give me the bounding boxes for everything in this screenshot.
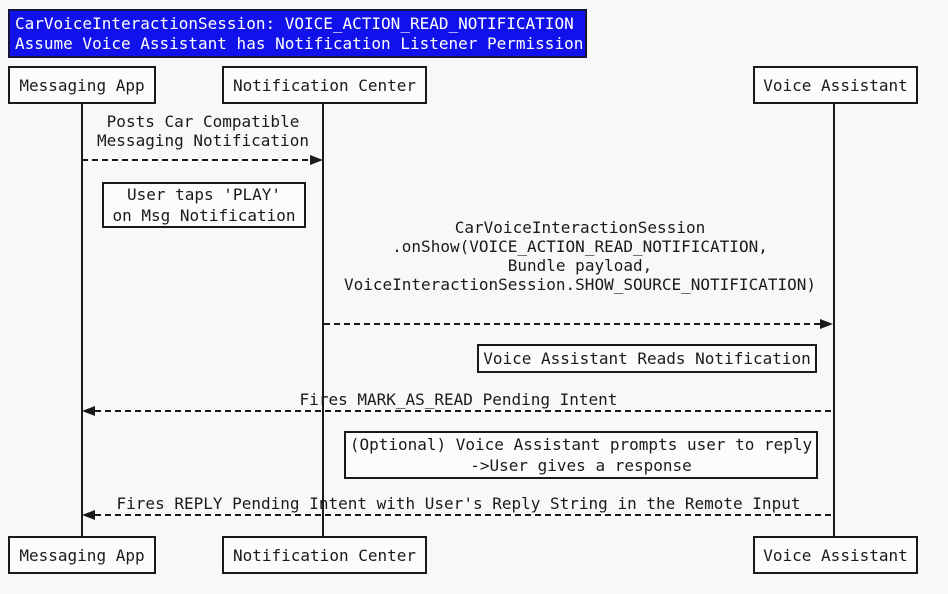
note-optional-reply: (Optional) Voice Assistant prompts user … [344,431,818,479]
participant-label: Messaging App [19,545,145,565]
message-label-onshow: CarVoiceInteractionSession .onShow(VOICE… [343,218,816,294]
message-label-reply-intent: Fires REPLY Pending Intent with User's R… [116,494,801,513]
participant-label: Notification Center [232,545,417,565]
participant-label: Notification Center [232,75,417,95]
message-label-posts-notification: Posts Car Compatible Messaging Notificat… [97,112,309,150]
participant-messaging-app-bottom: Messaging App [8,536,156,574]
diagram-title-line1: CarVoiceInteractionSession: VOICE_ACTION… [15,14,574,33]
arrowhead-right-icon [820,319,833,329]
arrowhead-left-icon [82,510,95,520]
participant-label: Voice Assistant [763,75,908,95]
message-arrow-posts-notification [82,159,312,161]
arrowhead-right-icon [310,155,323,165]
participant-label: Messaging App [19,75,145,95]
participant-voice-assistant-bottom: Voice Assistant [753,536,918,574]
message-arrow-mark-as-read [95,410,835,412]
message-arrow-onshow [324,323,821,325]
participant-messaging-app-top: Messaging App [8,66,156,104]
note-va-reads-notification: Voice Assistant Reads Notification [477,344,817,373]
participant-notification-center-top: Notification Center [222,66,427,104]
participant-label: Voice Assistant [763,545,908,565]
diagram-title-box: CarVoiceInteractionSession: VOICE_ACTION… [8,9,587,58]
lifeline-voice-assistant [833,104,835,536]
lifeline-messaging-app [81,104,83,536]
message-arrow-reply-intent [95,514,835,516]
diagram-title-line2: Assume Voice Assistant has Notification … [15,34,584,53]
note-user-taps-play: User taps 'PLAY' on Msg Notification [102,182,306,228]
participant-voice-assistant-top: Voice Assistant [753,66,918,104]
message-label-mark-as-read: Fires MARK_AS_READ Pending Intent [299,390,618,409]
lifeline-notification-center [322,104,324,536]
participant-notification-center-bottom: Notification Center [222,536,427,574]
arrowhead-left-icon [82,406,95,416]
